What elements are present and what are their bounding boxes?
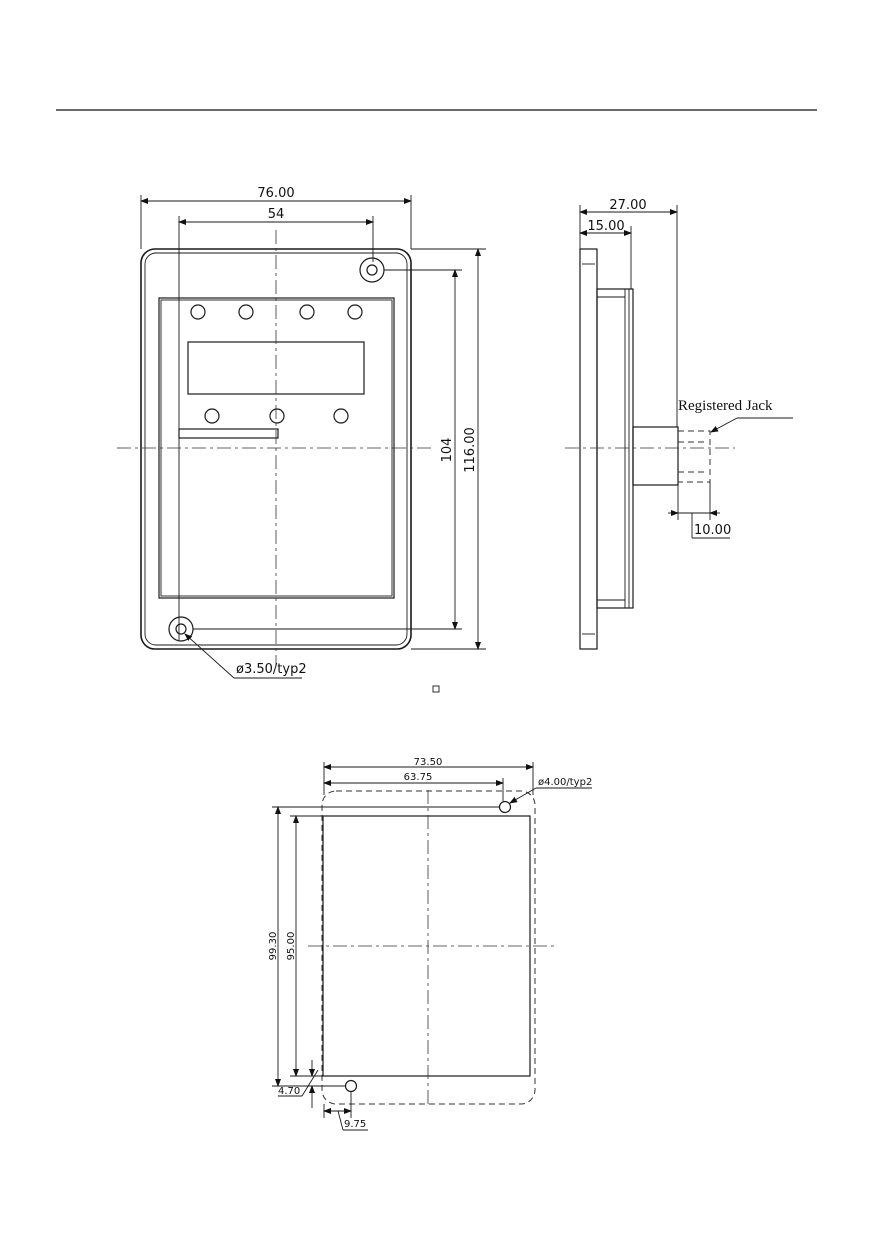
cutout-window-height-label: 95.00	[286, 932, 297, 961]
side-flange	[579, 248, 598, 650]
mount-hole-top-right	[359, 257, 385, 283]
front-inner-outline	[144, 252, 408, 646]
cutout-hole-spacing-label: 63.75	[404, 772, 433, 783]
button-circle	[333, 408, 349, 424]
side-body	[596, 288, 634, 609]
jack-length-label: 10.00	[694, 523, 731, 538]
cutout-dashed-outline	[321, 790, 536, 1105]
front-width-label: 76.00	[257, 186, 294, 201]
cutout-hole-top-right	[498, 800, 512, 814]
cutout-height-label: 99.30	[268, 932, 279, 961]
mount-hole-bottom-left-inner	[175, 623, 187, 635]
cutout-hole-offset-h-label: 9.75	[344, 1119, 366, 1130]
button-circle	[299, 304, 315, 320]
cutout-view: 73.50 63.75 ø4.00/typ2 99.30 95.00 4.70 …	[268, 757, 592, 1131]
side-view: 27.00 15.00 Registered Jack 10.00	[565, 198, 793, 650]
side-flange-label: 15.00	[587, 219, 624, 234]
front-view: 76.00 54 104 116.00 ø3.50/typ2	[117, 186, 486, 679]
jack-hidden-outline	[678, 430, 711, 483]
card-slot	[178, 428, 279, 439]
cutout-hole-offset-v-label: 4.70	[278, 1086, 300, 1097]
button-circle	[347, 304, 363, 320]
button-circle	[204, 408, 220, 424]
jack-label: Registered Jack	[678, 398, 773, 414]
front-hole-callout: ø3.50/typ2	[236, 662, 307, 677]
side-depth-label: 27.00	[609, 198, 646, 213]
cutout-hole-bottom-left	[344, 1079, 358, 1093]
button-circle	[238, 304, 254, 320]
mount-hole-top-right-inner	[366, 264, 378, 276]
cutout-hole-callout: ø4.00/typ2	[538, 777, 592, 788]
cutout-width-label: 73.50	[414, 757, 443, 768]
button-circle	[269, 408, 285, 424]
artifact-square	[432, 685, 440, 693]
button-circle	[190, 304, 206, 320]
front-height-label: 116.00	[463, 427, 478, 473]
cutout-window	[322, 815, 531, 1077]
jack-body	[632, 426, 679, 486]
front-hole-spacing-label: 54	[268, 207, 285, 222]
front-hole-vertical-label: 104	[440, 438, 455, 463]
